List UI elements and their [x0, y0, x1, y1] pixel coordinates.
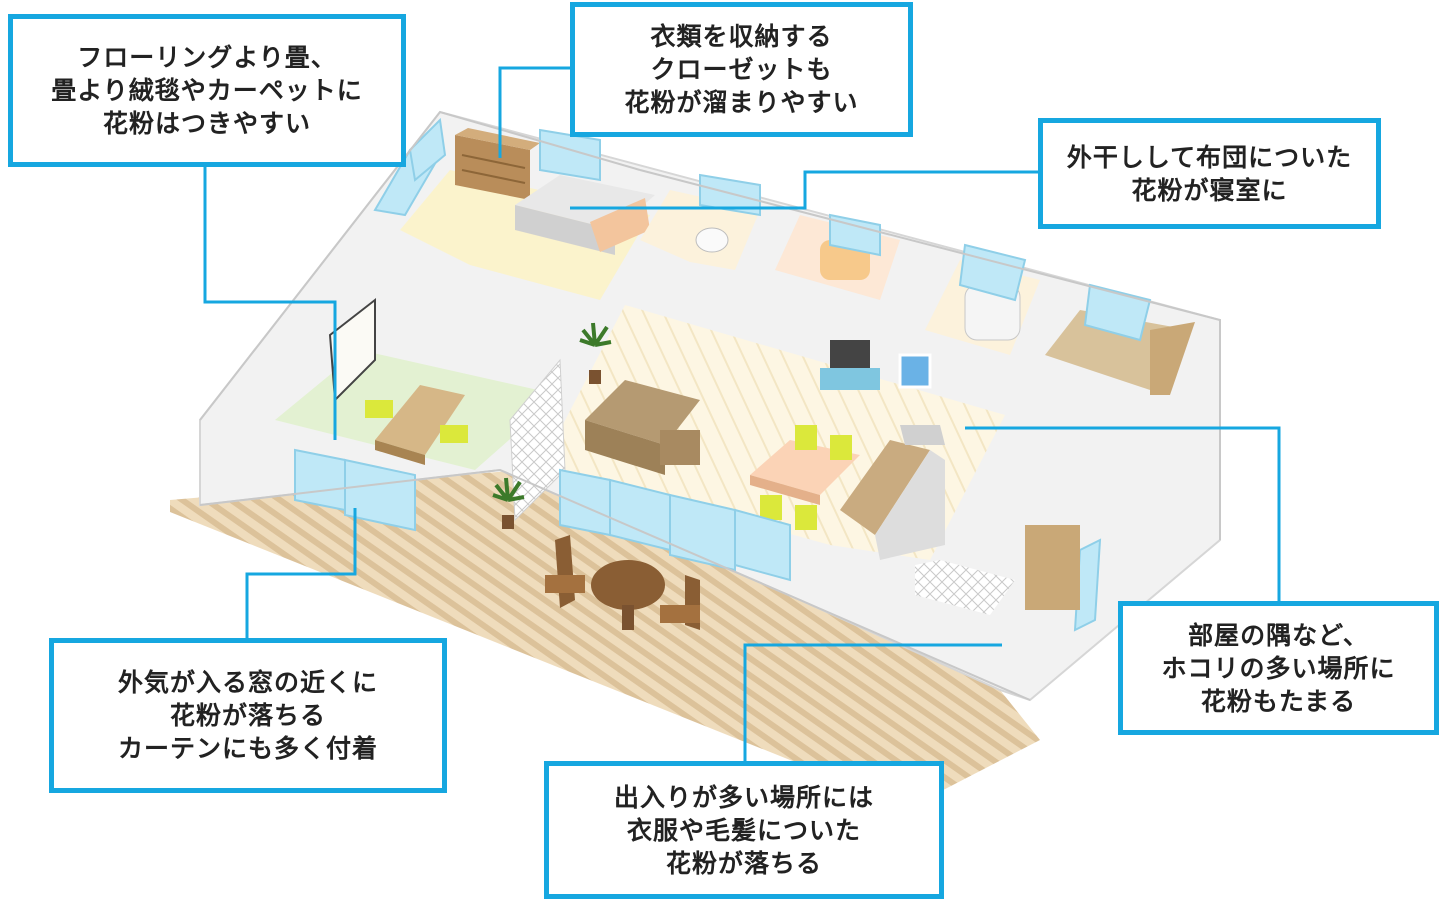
callout-window-text: 外気が入る窓の近くに 花粉が落ちる カーテンにも多く付着 [117, 668, 378, 763]
callout-closet-text: 衣類を収納する クローゼットも 花粉が溜まりやすい [624, 22, 859, 117]
shoji-door [328, 297, 376, 403]
tv-set [820, 340, 880, 390]
callout-window: 外気が入る窓の近くに 花粉が落ちる カーテンにも多く付着 [49, 638, 447, 793]
leader-lines [203, 66, 1281, 765]
callout-futon-text: 外干しして布団についた 花粉が寝室に [1066, 142, 1353, 205]
deck-furniture [545, 535, 700, 630]
callout-entrance: 出入りが多い場所には 衣服や毛髪についた 花粉が落ちる [544, 761, 944, 899]
wall-outlines [199, 110, 1221, 701]
callout-flooring: フローリングより畳、 畳より絨毯やカーペットに 花粉はつきやすい [8, 14, 406, 167]
plant-icon [492, 322, 612, 529]
callout-futon: 外干しして布団についた 花粉が寝室に [1038, 118, 1381, 229]
shoe-cabinet [1025, 525, 1080, 610]
sofa [585, 380, 700, 475]
kitchen-counter [840, 425, 945, 560]
entrance-floor [915, 560, 1015, 615]
callout-flooring-text: フローリングより畳、 畳より絨毯やカーペットに 花粉はつきやすい [51, 43, 363, 138]
wardrobe [455, 128, 540, 200]
callout-closet: 衣類を収納する クローゼットも 花粉が溜まりやすい [570, 2, 913, 137]
toilet-fixture [695, 227, 729, 253]
windows-top [373, 117, 1152, 342]
windows-front [294, 448, 1102, 632]
tatami-table [365, 385, 468, 465]
dining-set [750, 425, 860, 530]
wooden-deck [170, 470, 1040, 802]
shelf [1150, 322, 1195, 395]
bed [515, 175, 655, 255]
wall-picture [898, 353, 932, 389]
callout-corner: 部屋の隅など、 ホコリの多い場所に 花粉もたまる [1118, 601, 1439, 735]
callout-entrance-text: 出入りが多い場所には 衣服や毛髪についた 花粉が落ちる [613, 782, 874, 878]
callout-corner-text: 部屋の隅など、 ホコリの多い場所に 花粉もたまる [1161, 620, 1396, 716]
